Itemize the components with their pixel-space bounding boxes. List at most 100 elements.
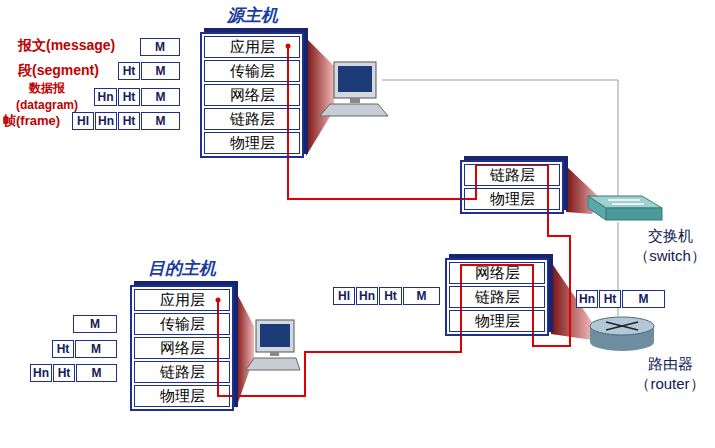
layer-name: 网络层 xyxy=(230,86,275,105)
header-cell: Hl xyxy=(333,287,355,305)
layer-name: 链路层 xyxy=(490,166,535,185)
stand xyxy=(270,352,279,356)
signal-line xyxy=(230,332,461,396)
layer-box: 应用层 xyxy=(134,289,230,311)
header-text: Hl xyxy=(338,289,350,303)
header-text: Hn xyxy=(98,114,114,128)
header-text: Ht xyxy=(384,289,397,303)
signal-line xyxy=(288,154,464,199)
layer-name: 链路层 xyxy=(160,363,205,382)
unit-label: 段(segment) xyxy=(18,62,99,80)
signal-path xyxy=(533,210,570,346)
header-text: M xyxy=(155,40,165,54)
header-text: M xyxy=(156,90,166,104)
computer-icon xyxy=(246,320,300,370)
projection-beam xyxy=(236,292,254,408)
switch-front xyxy=(606,208,662,220)
header-cell: Hn xyxy=(94,88,117,106)
header-text: Hl xyxy=(77,114,89,128)
header-cell: Ht xyxy=(379,287,402,305)
header-cell: Hn xyxy=(30,364,52,382)
header-text: Ht xyxy=(123,114,136,128)
computer-icon xyxy=(320,62,388,116)
layer-box: 传输层 xyxy=(204,60,300,82)
header-text: M xyxy=(639,292,649,306)
header-cell: M xyxy=(73,315,117,333)
router-arrow xyxy=(606,322,638,330)
header-cell: Ht xyxy=(118,88,140,106)
device-label: 交换机 （switch） xyxy=(630,226,710,266)
monitor xyxy=(334,62,376,98)
screen xyxy=(260,324,290,347)
header-cell: M xyxy=(141,88,180,106)
stand xyxy=(350,98,360,103)
router-arrow xyxy=(606,322,638,330)
header-cell: M xyxy=(622,290,665,308)
protocol-stack: 链路层物理层 xyxy=(460,160,564,214)
header-cell: M xyxy=(75,340,117,358)
header-cell: Ht xyxy=(118,112,140,130)
header-cell: Hn xyxy=(576,290,598,308)
link-line xyxy=(382,80,618,196)
internal-path xyxy=(218,46,548,396)
layer-name: 链路层 xyxy=(230,110,275,129)
header-cell: Ht xyxy=(118,62,140,80)
router-top xyxy=(590,317,654,335)
header-text: Ht xyxy=(57,342,70,356)
layer-box: 物理层 xyxy=(449,310,545,332)
header-cell: M xyxy=(76,364,117,382)
layer-box: 链路层 xyxy=(464,164,560,186)
layer-name: 物理层 xyxy=(160,387,205,406)
header-cell: M xyxy=(403,287,440,305)
header-cell: M xyxy=(141,62,180,80)
screen xyxy=(338,66,372,92)
layer-box: 网络层 xyxy=(134,337,230,359)
header-text: M xyxy=(90,317,100,331)
header-cell: M xyxy=(141,112,180,130)
header-cell: Ht xyxy=(53,364,75,382)
layer-box: 物理层 xyxy=(464,188,560,210)
internal-path xyxy=(218,300,230,396)
layer-name: 网络层 xyxy=(475,264,520,283)
layer-name: 应用层 xyxy=(160,291,205,310)
header-text: Hn xyxy=(359,289,375,303)
layer-name: 传输层 xyxy=(160,315,205,334)
layer-name: 链路层 xyxy=(475,288,520,307)
signal-line xyxy=(533,210,570,346)
layer-box: 应用层 xyxy=(204,36,300,58)
layer-box: 网络层 xyxy=(204,84,300,106)
device-label: 路由器 （router） xyxy=(630,354,710,394)
layer-name: 应用层 xyxy=(230,38,275,57)
header-cell: Hn xyxy=(95,112,117,130)
header-text: Ht xyxy=(58,366,71,380)
header-text: M xyxy=(91,342,101,356)
host-title: 目的主机 xyxy=(102,257,262,280)
layer-box: 链路层 xyxy=(449,286,545,308)
router-base xyxy=(590,333,654,351)
host-title: 源主机 xyxy=(172,4,332,27)
header-text: M xyxy=(156,114,166,128)
layer-box: 物理层 xyxy=(134,385,230,407)
layer-name: 物理层 xyxy=(475,312,520,331)
header-cell: Hn xyxy=(356,287,378,305)
header-text: Hn xyxy=(579,292,595,306)
unit-label: 数据报 (datagram) xyxy=(4,80,90,114)
signal-path xyxy=(230,332,461,396)
switch-icon xyxy=(588,196,662,220)
protocol-stack: 目的主机应用层传输层网络层链路层物理层 xyxy=(130,285,234,411)
layer-box: 链路层 xyxy=(134,361,230,383)
keyboard xyxy=(246,358,300,370)
switch-side xyxy=(588,196,606,220)
layer-name: 物理层 xyxy=(230,134,275,153)
header-cell: Ht xyxy=(52,340,74,358)
path-dot xyxy=(216,298,221,303)
layer-box: 物理层 xyxy=(204,132,300,154)
router-icon xyxy=(590,317,654,351)
layer-box: 传输层 xyxy=(134,313,230,335)
layer-name: 网络层 xyxy=(160,339,205,358)
protocol-stack: 源主机应用层传输层网络层链路层物理层 xyxy=(200,32,304,158)
layer-box: 网络层 xyxy=(449,262,545,284)
header-text: Ht xyxy=(123,64,136,78)
header-text: M xyxy=(156,64,166,78)
